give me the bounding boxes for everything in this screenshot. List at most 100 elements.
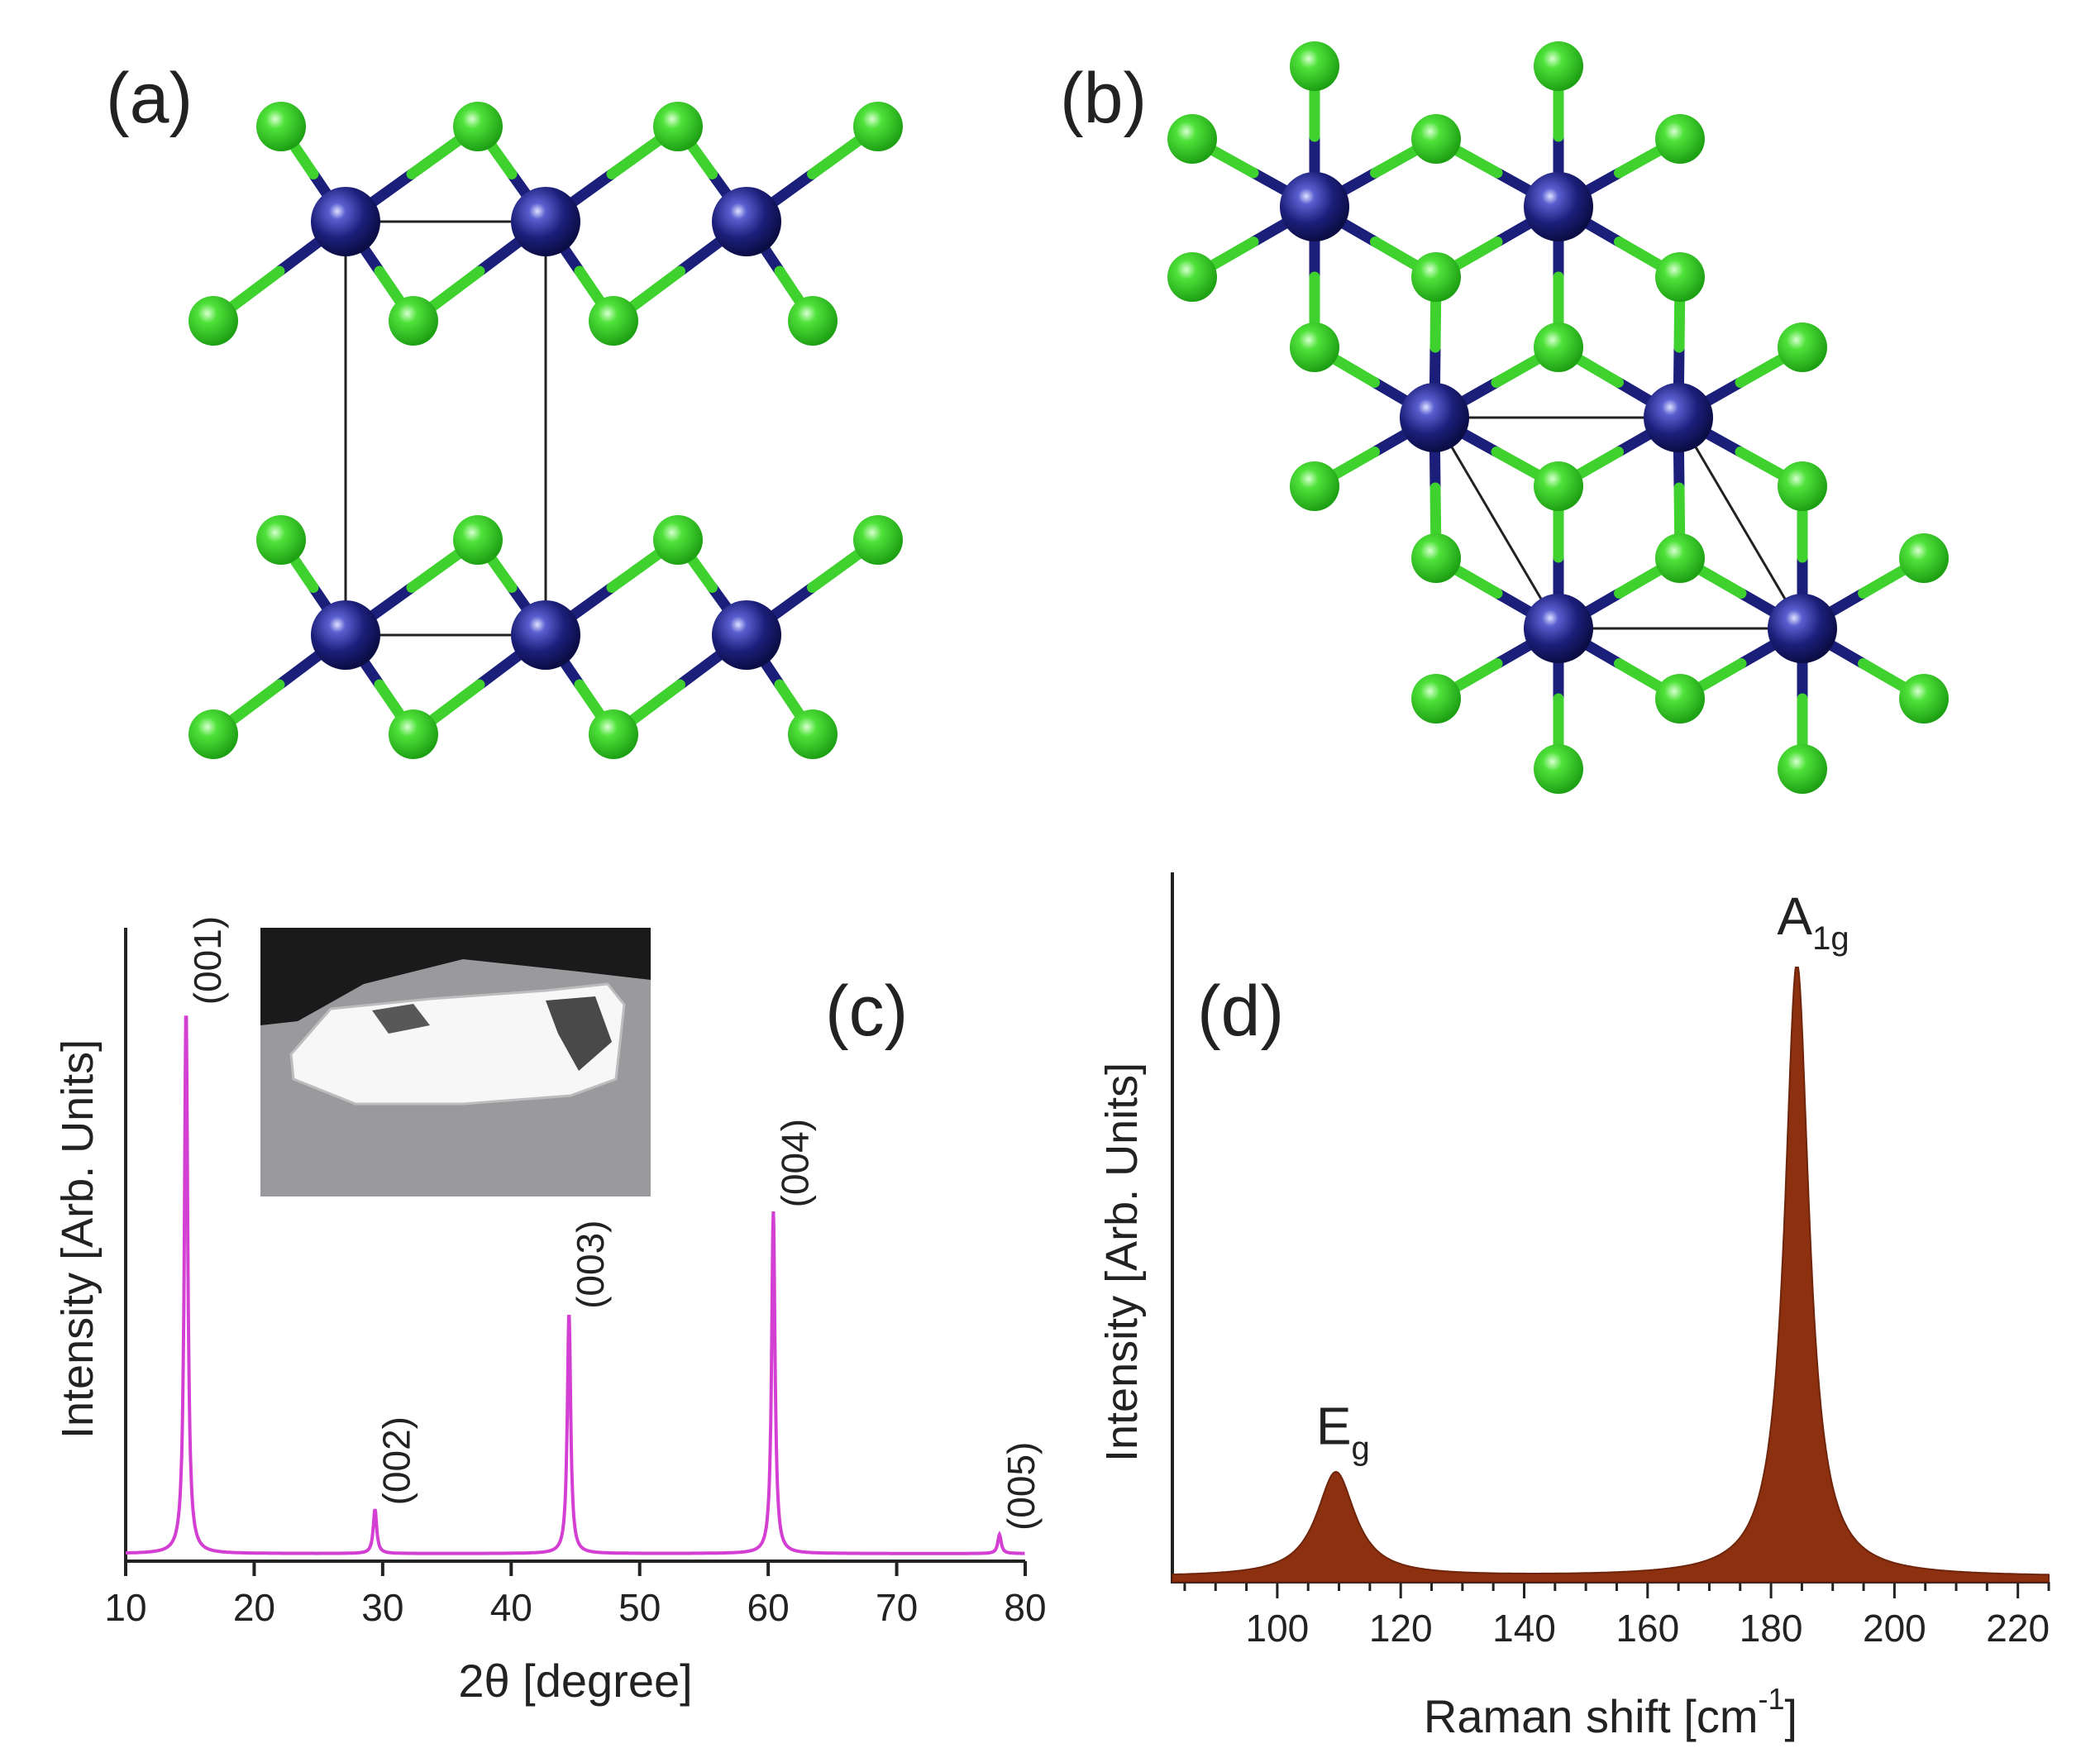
halogen-atom-b-2 [1411, 114, 1461, 164]
halogen-atom-a-l1-dn3 [788, 709, 838, 759]
halogen-atom-a-l0-up3 [853, 102, 903, 151]
raman-chart: 100 120 140 160 180 200 220 Eg A1g Intensity [A… [1097, 872, 2050, 1742]
halogen-atom-a-l0-up0 [256, 102, 306, 151]
xrd-x-tick-label: 70 [876, 1586, 918, 1629]
halogen-atom-a-l0-dn2 [589, 296, 638, 346]
raman-x-tick-label: 180 [1740, 1607, 1803, 1650]
raman-x-tick-label: 200 [1863, 1607, 1926, 1650]
raman-mode-label: A1g [1777, 886, 1849, 957]
xrd-peak-label: (001) [186, 916, 229, 1005]
halogen-atom-b-21 [1778, 744, 1827, 794]
raman-x-label-main: Raman shift [cm [1424, 1690, 1759, 1742]
xrd-x-tick-label: 80 [1004, 1586, 1046, 1629]
raman-mode-symbol: E [1316, 1397, 1352, 1456]
halogen-atom-b-17 [1411, 674, 1461, 724]
raman-mode-symbol: A [1777, 886, 1812, 946]
crystal-side-view [189, 102, 903, 759]
xrd-peak-label: (005) [1000, 1442, 1043, 1531]
halogen-atom-b-9 [1534, 322, 1583, 372]
metal-atom-a-l1-1 [511, 600, 580, 670]
metal-atom-b-3 [1644, 383, 1713, 452]
crystal-top-view [1167, 41, 1949, 794]
halogen-atom-a-l0-dn3 [788, 296, 838, 346]
halogen-atom-b-13 [1778, 461, 1827, 511]
metal-atom-b-2 [1400, 383, 1469, 452]
halogen-atom-b-15 [1655, 533, 1705, 583]
raman-x-tick-label: 220 [1986, 1607, 2050, 1650]
xrd-x-tick-label: 30 [361, 1586, 403, 1629]
halogen-atom-a-l1-dn1 [389, 709, 438, 759]
raman-x-label-sup: -1 [1758, 1682, 1784, 1716]
panel-b-label: (b) [1060, 59, 1147, 138]
raman-x-axis-label: Raman shift [cm-1] [1424, 1682, 1797, 1742]
halogen-atom-a-l0-up1 [453, 102, 503, 151]
panel-a-label: (a) [106, 59, 193, 138]
halogen-atom-a-l1-up0 [256, 515, 306, 565]
metal-atom-a-l0-1 [511, 187, 580, 256]
halogen-atom-b-10 [1778, 322, 1827, 372]
xrd-x-tick-label: 10 [104, 1586, 146, 1629]
xrd-peak-labels: (001)(002)(003)(004)(005) [186, 916, 1043, 1531]
metal-atom-a-l1-0 [311, 600, 380, 670]
xrd-pattern-line [126, 1015, 1025, 1555]
halogen-atom-b-11 [1290, 461, 1339, 511]
halogen-atom-a-l1-dn0 [189, 709, 238, 759]
raman-x-tick-label: 120 [1369, 1607, 1433, 1650]
raman-spectrum-area [1172, 967, 2050, 1583]
metal-atom-b-1 [1524, 172, 1593, 241]
metal-atom-a-l0-2 [712, 187, 781, 256]
halogen-atom-b-6 [1411, 252, 1461, 302]
halogen-atom-a-l1-up1 [453, 515, 503, 565]
cell-edge-b-2 [1677, 417, 1804, 629]
metal-atom-b-0 [1280, 172, 1349, 241]
halogen-atom-a-l1-up3 [853, 515, 903, 565]
xrd-inset-photo [260, 928, 651, 1197]
xrd-x-tick-label: 50 [618, 1586, 661, 1629]
halogen-atom-b-0 [1167, 114, 1217, 164]
xrd-x-tick-label: 60 [747, 1586, 790, 1629]
xrd-x-tick-label: 20 [233, 1586, 275, 1629]
inset-crystal-flake [372, 1004, 430, 1034]
raman-mode-subscript: g [1352, 1431, 1370, 1467]
halogen-atom-b-20 [1534, 744, 1583, 794]
raman-mode-label: Eg [1316, 1397, 1370, 1467]
halogen-atom-a-l0-up2 [653, 102, 703, 151]
halogen-atom-a-l0-dn1 [389, 296, 438, 346]
inset-crystal [289, 982, 626, 1106]
raman-mode-subscript: 1g [1812, 920, 1849, 957]
halogen-atom-b-14 [1411, 533, 1461, 583]
metal-atom-a-l0-0 [311, 187, 380, 256]
panel-d-label: (d) [1197, 972, 1284, 1051]
halogen-atom-a-l1-dn2 [589, 709, 638, 759]
halogen-atom-b-3 [1534, 41, 1583, 91]
raman-x-tick-label: 100 [1246, 1607, 1310, 1650]
inset-dark-region [260, 928, 651, 1025]
xrd-peak-label: (004) [773, 1119, 816, 1207]
halogen-atom-b-4 [1655, 114, 1705, 164]
halogen-atom-a-l0-dn0 [189, 296, 238, 346]
metal-atom-a-l1-2 [712, 600, 781, 670]
panel-c-label: (c) [825, 972, 908, 1051]
halogen-atom-b-18 [1655, 674, 1705, 724]
halogen-atom-b-5 [1167, 252, 1217, 302]
raman-x-tick-label: 140 [1492, 1607, 1556, 1650]
cell-edge-b-1 [1433, 417, 1560, 629]
halogen-atom-a-l1-up2 [653, 515, 703, 565]
halogen-atom-b-1 [1290, 41, 1339, 91]
halogen-atom-b-16 [1899, 533, 1949, 583]
halogen-atom-b-19 [1899, 674, 1949, 724]
metal-atom-b-5 [1768, 594, 1837, 663]
inset-crystal-shadow [546, 996, 612, 1071]
xrd-peak-label: (003) [569, 1220, 612, 1309]
raman-x-ticks: 100 120 140 160 180 200 220 [1183, 1582, 2050, 1650]
halogen-atom-b-12 [1534, 461, 1583, 511]
xrd-y-axis-label: Intensity [Arb. Units] [53, 1039, 103, 1439]
metal-atom-b-4 [1524, 594, 1593, 663]
halogen-atom-b-7 [1655, 252, 1705, 302]
xrd-x-axis-label: 2θ [degree] [458, 1655, 692, 1707]
raman-y-axis-label: Intensity [Arb. Units] [1097, 1063, 1147, 1462]
raman-x-tick-label: 160 [1616, 1607, 1679, 1650]
